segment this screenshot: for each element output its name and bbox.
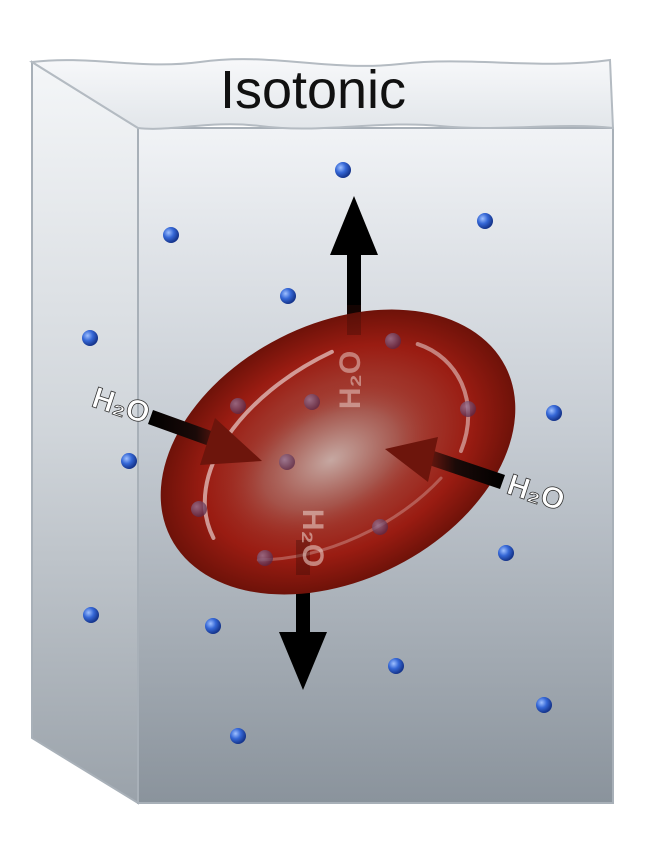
inward-arrow-left	[148, 410, 262, 465]
solution-container	[29, 58, 615, 805]
cell-center-dimple	[219, 377, 443, 543]
inward-arrow-right	[385, 437, 505, 489]
outside-particles	[82, 162, 562, 744]
solute-particle-icon	[83, 607, 99, 623]
solute-particle-icon	[372, 519, 388, 535]
water-flow-arrow-icon	[330, 196, 378, 255]
solute-particle-icon	[279, 454, 295, 470]
water-flow-arrow-shaft-down	[296, 540, 310, 575]
h2o-label-bottom: H₂O	[296, 509, 329, 567]
solute-particle-icon	[546, 405, 562, 421]
solute-particle-icon	[121, 453, 137, 469]
solute-particle-icon	[163, 227, 179, 243]
solute-particle-icon	[230, 728, 246, 744]
solute-particle-icon	[335, 162, 351, 178]
cell-highlight	[415, 342, 471, 454]
container-side-face	[31, 60, 139, 805]
cell-highlight	[256, 476, 443, 562]
solute-particle-icon	[304, 394, 320, 410]
solute-particle-icon	[191, 501, 207, 517]
container-top-surface	[29, 58, 615, 130]
inside-particles	[191, 333, 476, 566]
solute-particle-icon	[82, 330, 98, 346]
water-flow-arrow-shaft-up	[347, 305, 361, 335]
water-flow-arrow-icon	[385, 437, 438, 482]
solute-particle-icon	[257, 550, 273, 566]
water-flow-arrow-icon	[200, 418, 262, 465]
water-flow-arrow-icon	[279, 632, 327, 690]
h2o-label-top: H₂O	[334, 351, 367, 409]
solute-particle-icon	[205, 618, 221, 634]
diagram-title: Isotonic	[220, 60, 406, 120]
solute-particle-icon	[230, 398, 246, 414]
solute-particle-icon	[477, 213, 493, 229]
water-flow-arrow-shaft	[423, 449, 505, 489]
water-flow-arrow-shaft-up	[347, 245, 361, 320]
solute-particle-icon	[460, 401, 476, 417]
solute-particle-icon	[280, 288, 296, 304]
vertical-arrows-overlay	[296, 305, 361, 575]
solute-particle-icon	[498, 545, 514, 561]
solute-particle-icon	[536, 697, 552, 713]
solute-particle-icon	[388, 658, 404, 674]
solute-particle-icon	[385, 333, 401, 349]
